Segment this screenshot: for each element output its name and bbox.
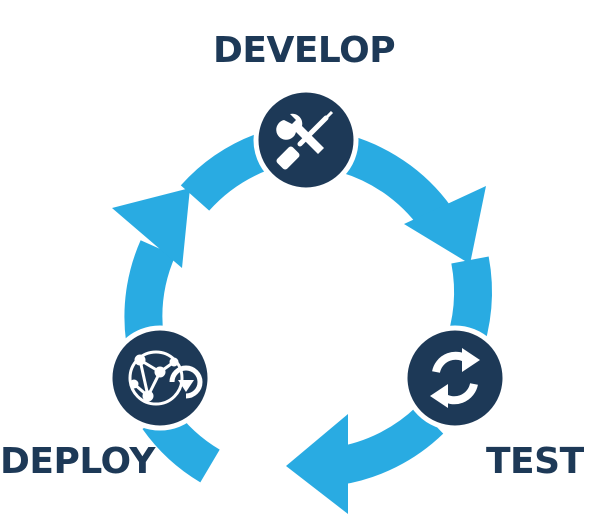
network-globe-icon <box>128 350 203 406</box>
develop-label: DEVELOP <box>213 30 396 71</box>
test-node <box>402 325 508 431</box>
ring-arc-test-to-deploy <box>334 406 444 485</box>
deploy-label: DEPLOY <box>0 441 155 482</box>
test-label: TEST <box>486 441 584 482</box>
arrowhead-to-deploy <box>286 414 348 514</box>
arrowhead-to-develop <box>112 188 190 268</box>
ring-arc-develop-to-test <box>340 135 456 235</box>
ring-arrowheads <box>112 186 486 514</box>
arrowhead-to-test <box>404 186 486 264</box>
refresh-arrows-icon <box>430 348 480 408</box>
wrench-screwdriver-icon <box>276 110 334 170</box>
deploy-node <box>107 325 213 431</box>
develop-node <box>253 87 359 193</box>
ring-arc-into-develop <box>180 134 270 212</box>
